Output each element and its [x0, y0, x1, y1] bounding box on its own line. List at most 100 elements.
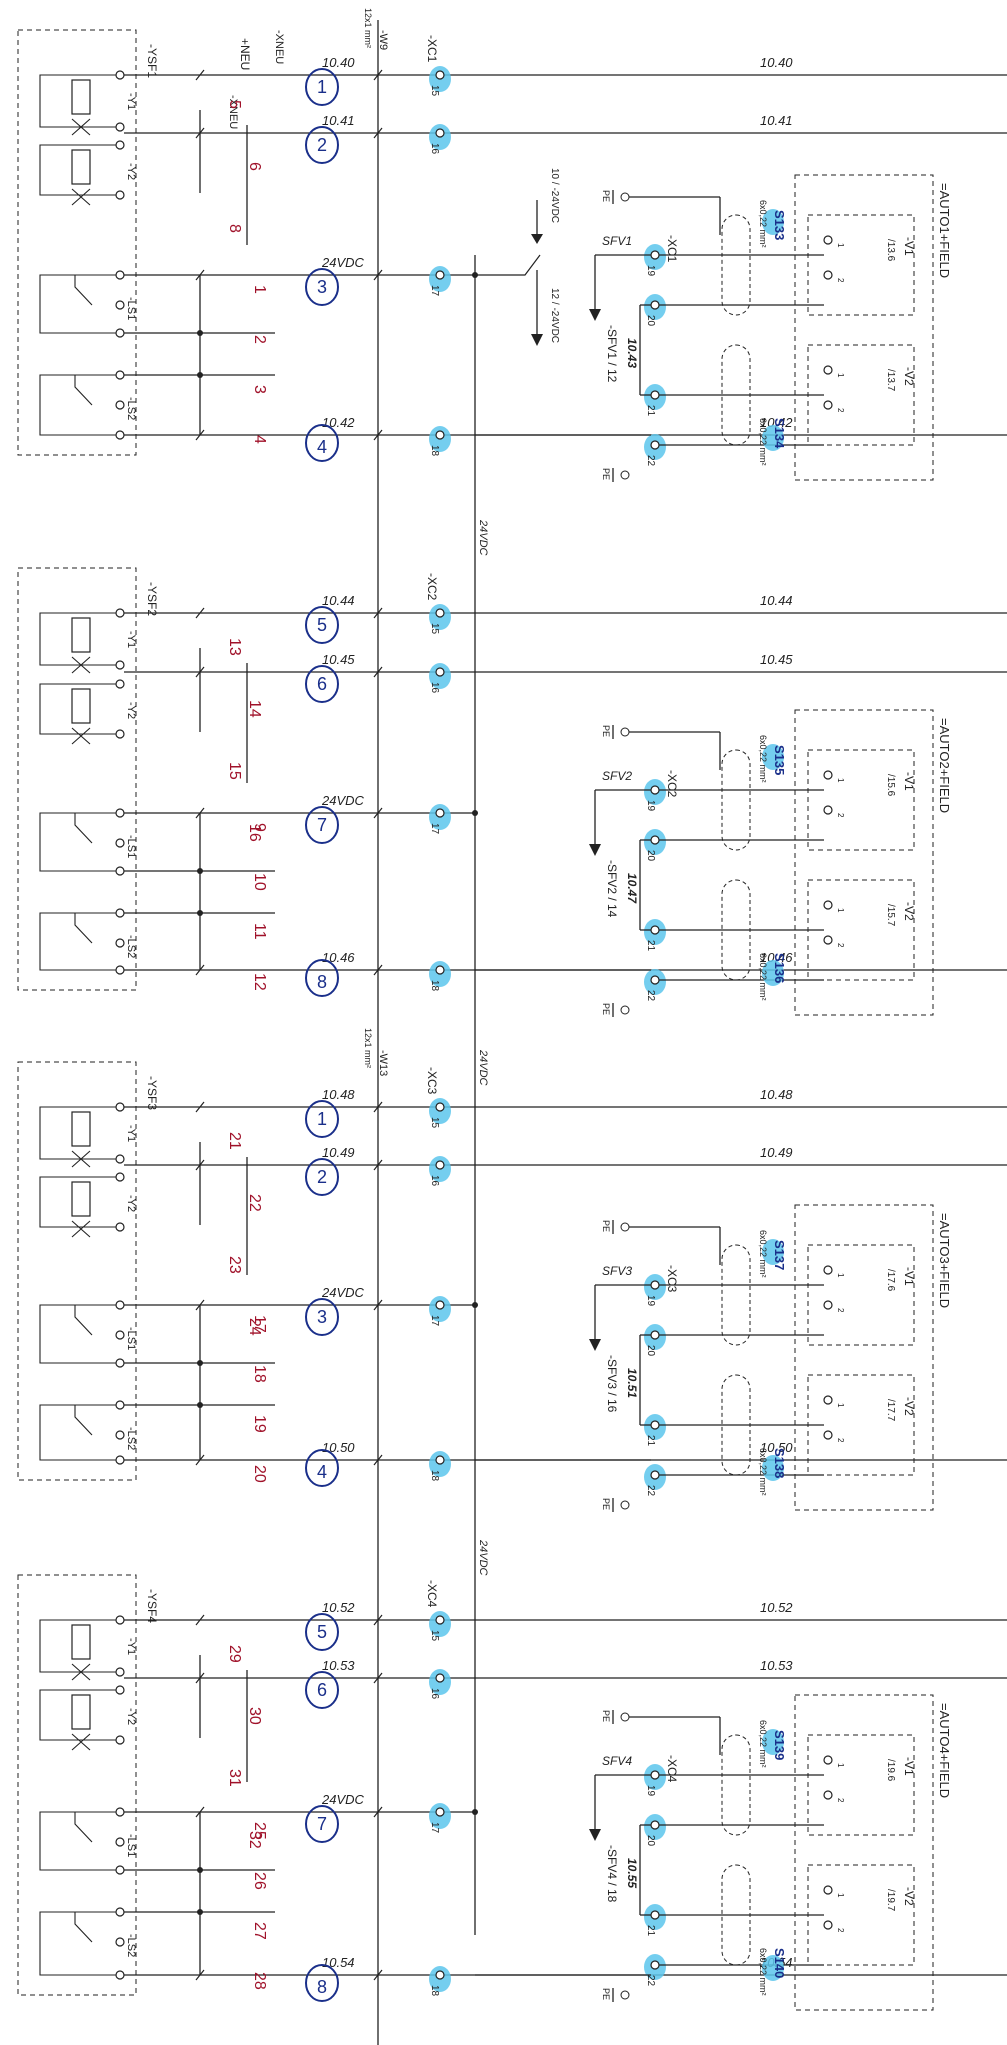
v-label: -V2 [902, 902, 916, 921]
solenoid-wire [39, 1176, 120, 1228]
xc-terminal-number: 16 [429, 682, 440, 694]
v-pin: 1 [836, 778, 845, 783]
circled-number-text: 1 [317, 1109, 327, 1129]
module-terminal [650, 300, 660, 310]
cable-sheath [721, 1244, 751, 1346]
wire-label-left: 24VDC [321, 1285, 365, 1300]
solenoid-terminal [115, 1615, 125, 1625]
feed-ref-bottom: 12 / -24VDC [549, 288, 560, 343]
switch-terminal [115, 1907, 125, 1917]
valve-symbol [71, 1733, 91, 1751]
wire-label-left: 10.42 [322, 415, 355, 430]
solenoid-wire [39, 612, 120, 666]
circled-number [305, 1100, 339, 1138]
module-terminal-number: 19 [645, 800, 656, 812]
valve-frame [17, 567, 137, 991]
xc-terminal [435, 808, 445, 818]
wire-label-left: 10.50 [322, 1440, 355, 1455]
switch-terminal [115, 430, 125, 440]
v-ref: /13.7 [885, 369, 896, 392]
wire-tick [373, 1969, 383, 1981]
circled-number [305, 606, 339, 644]
v-module-frame [807, 749, 915, 851]
device-label-ls1: -LS1 [125, 1327, 137, 1350]
cable-highlight [762, 1239, 784, 1265]
v-pin: 2 [836, 1798, 845, 1803]
field-module-label: =AUTO3+FIELD [937, 1213, 952, 1308]
handwritten-number: 18 [251, 1365, 268, 1383]
v-pin: 2 [836, 813, 845, 818]
pe-terminal [620, 1712, 630, 1722]
solenoid-terminal [115, 1685, 125, 1695]
solenoid-coil [71, 688, 91, 724]
handwritten-number: 17 [251, 1315, 268, 1333]
pe-label: PE [601, 190, 611, 202]
v-label: -V1 [902, 1267, 916, 1286]
cable-highlight [762, 1955, 784, 1981]
circled-number-text: 2 [317, 135, 327, 155]
field-module-frame [794, 709, 934, 1016]
handwritten-number: 30 [246, 1707, 263, 1725]
module-terminal [650, 1280, 660, 1290]
switch-wire [39, 274, 120, 334]
cable-w9-name: -W9 [377, 30, 389, 50]
v-pin: 1 [836, 1763, 845, 1768]
circled-number [305, 1158, 339, 1196]
xc-terminal [435, 1160, 445, 1170]
v-terminal [823, 1755, 833, 1765]
field-module-frame [794, 1204, 934, 1511]
switch-contact [74, 275, 93, 306]
handwritten-number: 13 [226, 638, 243, 656]
io-label: 10.51 [625, 1368, 639, 1398]
v-terminal [823, 900, 833, 910]
wire-label-left: 10.52 [322, 1600, 355, 1615]
xc-terminal-number: 16 [429, 1688, 440, 1700]
cable-size: 6x0,22 mm² [758, 1230, 768, 1278]
cable-label: S133 [772, 210, 787, 240]
device-label-y2: -Y2 [125, 1195, 137, 1212]
switch-terminal [115, 1430, 125, 1440]
device-label-y1: -Y1 [125, 1638, 137, 1655]
v-module-frame [807, 1244, 915, 1346]
solenoid-terminal [115, 679, 125, 689]
sfv-ref: -SFV2 / 14 [605, 860, 619, 918]
circled-number-text: 3 [317, 1307, 327, 1327]
wire-tick [195, 1614, 205, 1626]
circled-number [305, 1805, 339, 1843]
arrow-head [589, 1829, 601, 1841]
v-label: -V2 [902, 1887, 916, 1906]
wire-label-left: 24VDC [321, 255, 365, 270]
xc-terminal-number: 15 [429, 1630, 440, 1642]
wire-label-right: 10.49 [760, 1145, 793, 1160]
switch-terminal [115, 1837, 125, 1847]
device-label-ls2: -LS2 [125, 935, 137, 958]
cable-size: 6x0,22 mm² [758, 1948, 768, 1996]
wire-label-right: 10.52 [760, 1600, 793, 1615]
v-ref: /15.6 [885, 774, 896, 797]
wire-label-left: 10.41 [322, 113, 355, 128]
module-terminal-number: 22 [645, 455, 656, 467]
terminal-block-label: -XC4 [425, 1580, 439, 1608]
v-pin: 2 [836, 1308, 845, 1313]
pe-terminal [620, 1990, 630, 2000]
switch-wire [39, 812, 120, 872]
module-terminal-number: 20 [645, 1345, 656, 1357]
switch-contact [74, 1912, 93, 1943]
wire-tick [373, 269, 383, 281]
handwritten-number: 20 [251, 1465, 268, 1483]
cable-label: S137 [772, 1240, 787, 1270]
module-terminal [650, 785, 660, 795]
v-pin: 2 [836, 278, 845, 283]
circled-number [305, 665, 339, 703]
solenoid-terminal [115, 608, 125, 618]
device-label-ls2: -LS2 [125, 397, 137, 420]
arrow-head [589, 844, 601, 856]
device-label-ls1: -LS1 [125, 297, 137, 320]
wire-tick [373, 807, 383, 819]
arrow-head [531, 334, 543, 346]
wire-label-left: 10.54 [322, 1955, 355, 1970]
handwritten-number: 29 [226, 1645, 243, 1663]
xc-terminal [435, 1102, 445, 1112]
switch-terminal [115, 300, 125, 310]
switch-terminal [115, 1937, 125, 1947]
